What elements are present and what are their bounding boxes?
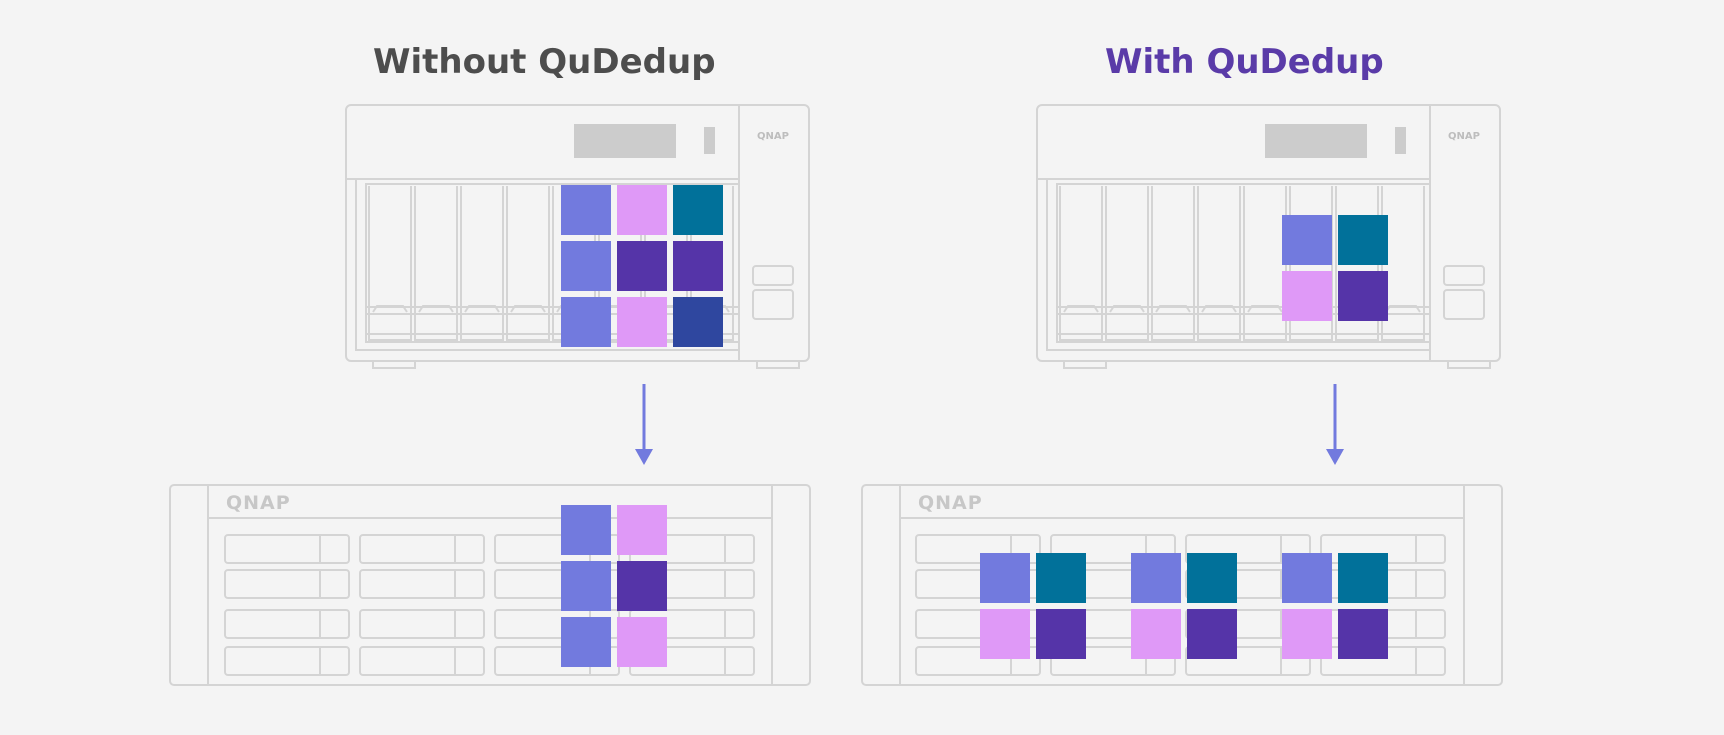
data-block	[1187, 609, 1237, 659]
data-block	[561, 561, 611, 611]
rack-drive-slot	[224, 646, 350, 676]
data-block	[561, 241, 611, 291]
rack-drive-slot	[1050, 646, 1176, 676]
rack-drive-slot	[359, 646, 485, 676]
right-nas-logo: QNAP	[1448, 131, 1480, 142]
right-nas-data-blocks	[1282, 215, 1388, 321]
data-block	[1036, 553, 1086, 603]
rack-drive-slot	[1185, 534, 1311, 564]
data-block	[1131, 609, 1181, 659]
rack-drive-slot	[915, 534, 1041, 564]
data-block	[1282, 215, 1332, 265]
nas-drive-bay-handle	[1201, 305, 1237, 313]
data-block	[617, 241, 667, 291]
data-block	[1282, 271, 1332, 321]
data-block	[673, 241, 723, 291]
data-block	[617, 185, 667, 235]
data-block	[673, 185, 723, 235]
nas-drive-bay-handle	[1063, 305, 1099, 313]
nas-drive-bay-handle	[1109, 305, 1145, 313]
nas-drive-bay-handle	[418, 305, 454, 313]
left-nas-data-blocks	[561, 185, 723, 347]
left-rack-data-blocks	[561, 505, 667, 667]
data-block	[561, 617, 611, 667]
nas-drive-bay-handle	[1385, 305, 1421, 313]
left-nas-logo: QNAP	[757, 131, 789, 142]
left-down-arrow	[635, 384, 653, 465]
rack-drive-slot	[224, 569, 350, 599]
data-block	[561, 185, 611, 235]
right-rack-storage: QNAP	[861, 484, 1503, 686]
rack-drive-slot	[359, 569, 485, 599]
rack-drive-slot	[1185, 646, 1311, 676]
right-rack-logo: QNAP	[918, 492, 983, 514]
with-qudedup-title: With QuDedup	[1105, 42, 1384, 82]
nas-drive-bay	[1059, 186, 1103, 341]
nas-drive-bay-handle	[464, 305, 500, 313]
data-block	[980, 609, 1030, 659]
data-block	[1187, 553, 1237, 603]
data-block	[1338, 215, 1388, 265]
nas-drive-bay	[1197, 186, 1241, 341]
rack-drive-slot	[224, 609, 350, 639]
nas-drive-bay	[506, 186, 550, 341]
data-block	[617, 505, 667, 555]
data-block	[617, 617, 667, 667]
rack-drive-slot	[1050, 534, 1176, 564]
nas-drive-bay-handle	[510, 305, 546, 313]
nas-drive-bay	[414, 186, 458, 341]
rack-drive-slot	[359, 534, 485, 564]
right-nas-device: QNAP	[1036, 104, 1501, 369]
without-qudedup-title: Without QuDedup	[373, 42, 716, 82]
left-rack-storage: QNAP	[169, 484, 811, 686]
rack-drive-slot	[915, 646, 1041, 676]
data-block	[617, 561, 667, 611]
data-block	[1338, 609, 1388, 659]
nas-drive-bay-handle	[1155, 305, 1191, 313]
nas-drive-bay	[1243, 186, 1287, 341]
nas-drive-bay	[1151, 186, 1195, 341]
left-rack-logo: QNAP	[226, 492, 291, 514]
nas-drive-bay-handle	[1247, 305, 1283, 313]
data-block	[561, 505, 611, 555]
data-block	[1036, 609, 1086, 659]
left-nas-device: QNAP	[345, 104, 810, 369]
data-block	[1282, 553, 1332, 603]
right-rack-data-blocks	[980, 553, 1388, 659]
nas-drive-bay	[460, 186, 504, 341]
data-block	[980, 553, 1030, 603]
data-block	[673, 297, 723, 347]
nas-drive-bay	[368, 186, 412, 341]
data-block	[561, 297, 611, 347]
rack-drive-slot	[224, 534, 350, 564]
data-block	[617, 297, 667, 347]
rack-drive-slot	[359, 609, 485, 639]
nas-drive-bay-handle	[372, 305, 408, 313]
data-block	[1338, 271, 1388, 321]
data-block	[1338, 553, 1388, 603]
data-block	[1282, 609, 1332, 659]
nas-drive-bay	[1381, 186, 1425, 341]
right-down-arrow	[1326, 384, 1344, 465]
nas-drive-bay	[1105, 186, 1149, 341]
data-block	[1131, 553, 1181, 603]
